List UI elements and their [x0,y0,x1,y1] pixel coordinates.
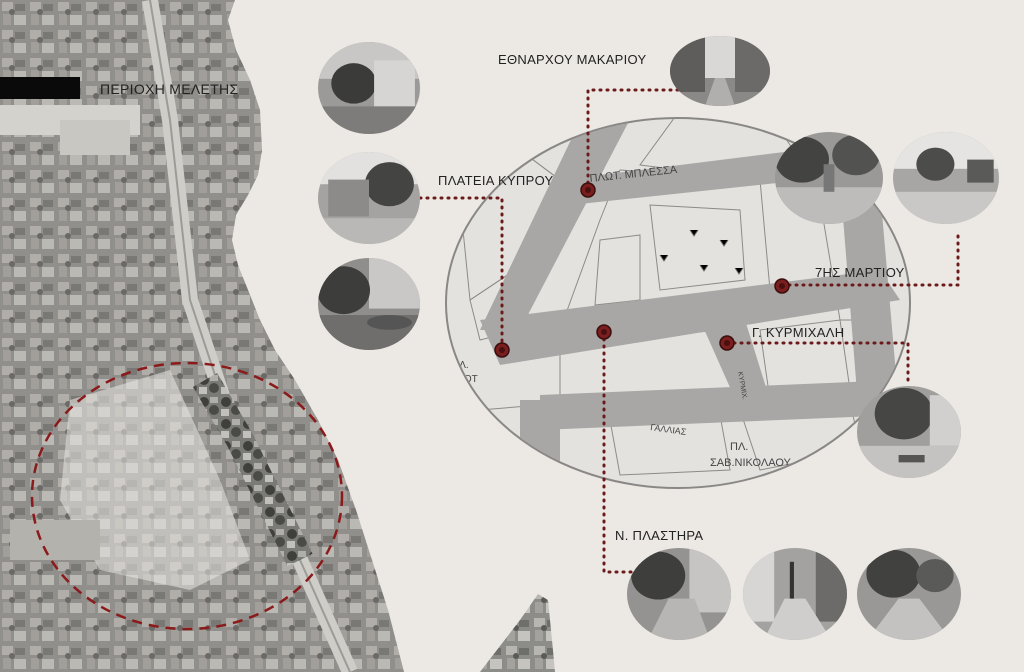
street-label-kyrm-small: ΚΥΡΜΙΧ. [736,371,748,400]
callout-label-plastira: Ν. ΠΛΑΣΤΗΡΑ [615,528,704,543]
marker-martiou[interactable] [774,278,790,294]
page-title: ΠΕΡΙΟΧΗ ΜΕΛΕΤΗΣ [100,81,239,97]
photo-martiou-2[interactable] [893,132,999,224]
title-bar [0,77,80,99]
markers [494,182,790,358]
photo-plastira-2[interactable] [743,548,847,640]
photo-ethnarchou[interactable] [670,36,770,106]
callout-label-plateia-kyprou: ΠΛΑΤΕΙΑ ΚΥΠΡΟΥ [438,173,554,188]
street-label-sav-1: ΠΛ. [730,441,748,453]
callout-label-ethnarchou: ΕΘΝΑΡΧΟΥ ΜΑΚΑΡΙΟΥ [498,52,647,67]
photo-martiou-1[interactable] [775,132,883,224]
callout-label-kyrmichali: Γ. ΚΥΡΜΙΧΑΛΗ [752,325,845,340]
marker-plastira[interactable] [596,324,612,340]
photo-kyrmichali[interactable] [857,386,961,478]
street-label-sav-2: ΣΑΒ.ΝΙΚΟΛΑΟΥ [710,457,792,469]
photo-plateia-1[interactable] [318,42,420,134]
study-area-circle [30,361,344,631]
callout-label-martiou: 7ΗΣ ΜΑΡΤΙΟΥ [815,265,905,280]
aerial-fragment [480,594,555,672]
photo-plateia-3[interactable] [318,258,420,350]
photo-plastira-3[interactable] [857,548,961,640]
connector-lines [418,88,960,574]
study-area-block [60,370,250,590]
photo-plateia-2[interactable] [318,152,420,244]
marker-ethnarchou[interactable] [580,182,596,198]
photo-plastira-1[interactable] [627,548,731,640]
marker-prot[interactable] [494,342,510,358]
marker-kyrmichali[interactable] [719,335,735,351]
